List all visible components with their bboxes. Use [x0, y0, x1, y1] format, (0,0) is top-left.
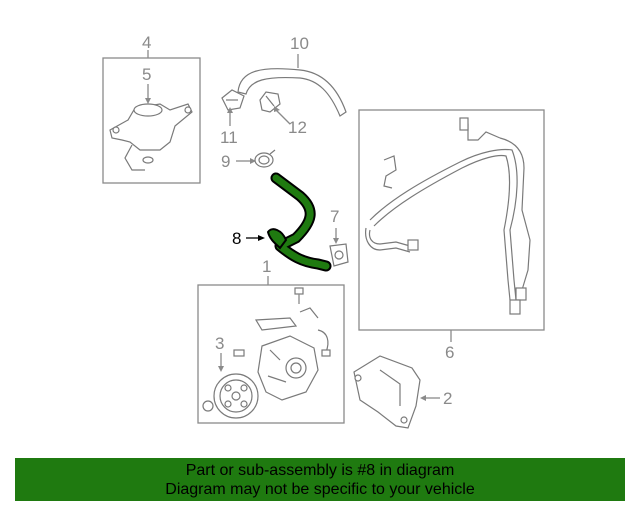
power-steering-pump[interactable]: [233, 307, 331, 401]
bracket-7-group: 7: [329, 207, 349, 267]
hose-bracket-7[interactable]: [329, 243, 349, 267]
pump-bolt[interactable]: [294, 287, 304, 304]
pulley-nut[interactable]: [202, 400, 214, 412]
callout-6[interactable]: 6: [445, 343, 454, 362]
return-hose[interactable]: [237, 68, 347, 117]
pressure-line-6[interactable]: [365, 117, 531, 315]
pump-bracket-2[interactable]: [353, 355, 421, 429]
reservoir-tank[interactable]: [109, 103, 193, 171]
notice-line-2: Diagram may not be specific to your vehi…: [165, 480, 475, 498]
callout-10[interactable]: 10: [290, 34, 309, 53]
callout-7[interactable]: 7: [330, 207, 339, 226]
callout-8[interactable]: 8: [232, 229, 241, 248]
clamp-9-group: 9: [221, 149, 276, 171]
bracket-2-group: 2: [353, 355, 452, 429]
callout-11[interactable]: 11: [220, 128, 238, 147]
suction-hose-group: 8: [232, 172, 332, 272]
pump-frame: [197, 284, 345, 424]
hose-clamp-9[interactable]: [254, 149, 276, 168]
diagram-notice-banner: Part or sub-assembly is #8 in diagram Di…: [15, 458, 625, 501]
callout-12[interactable]: 12: [288, 118, 307, 137]
callout-9[interactable]: 9: [221, 152, 230, 171]
reservoir-group: 4 5: [102, 33, 201, 184]
notice-line-1: Part or sub-assembly is #8 in diagram: [185, 461, 455, 479]
pump-group: 1 3: [197, 257, 345, 424]
pressure-line-group: 6: [358, 109, 545, 362]
callout-5[interactable]: 5: [142, 65, 151, 84]
hose-clamp-11[interactable]: [221, 89, 245, 111]
callout-2[interactable]: 2: [443, 389, 452, 408]
pump-pulley[interactable]: [213, 373, 259, 419]
callout-1[interactable]: 1: [262, 257, 271, 276]
reservoir-frame: [102, 57, 201, 184]
callout-3[interactable]: 3: [215, 334, 224, 353]
callout-4[interactable]: 4: [142, 33, 151, 52]
return-hose-group: 10 11 12: [220, 34, 347, 147]
